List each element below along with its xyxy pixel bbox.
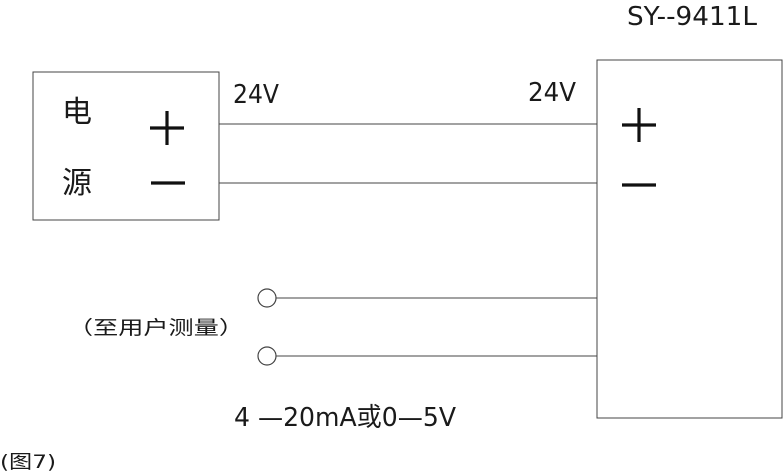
output-terminal-top <box>257 288 277 308</box>
user-measure-label: （至用户测量） <box>68 317 244 339</box>
voltage-label-left: 24V <box>233 80 279 110</box>
device-box <box>596 59 783 419</box>
voltage-label-right: 24V <box>528 78 576 108</box>
output-terminal-bottom <box>257 346 277 366</box>
output-range-label: 4 —20mA或0—5V <box>234 403 456 433</box>
power-supply-plus-symbol <box>150 111 184 145</box>
power-supply-box <box>32 71 220 221</box>
device-label: SY--9411L <box>627 2 758 32</box>
device-plus-symbol <box>622 108 656 142</box>
figure-caption: (图7) <box>0 451 56 473</box>
power-supply-char-bottom: 源 <box>62 166 92 201</box>
power-supply-char-top: 电 <box>62 95 92 130</box>
